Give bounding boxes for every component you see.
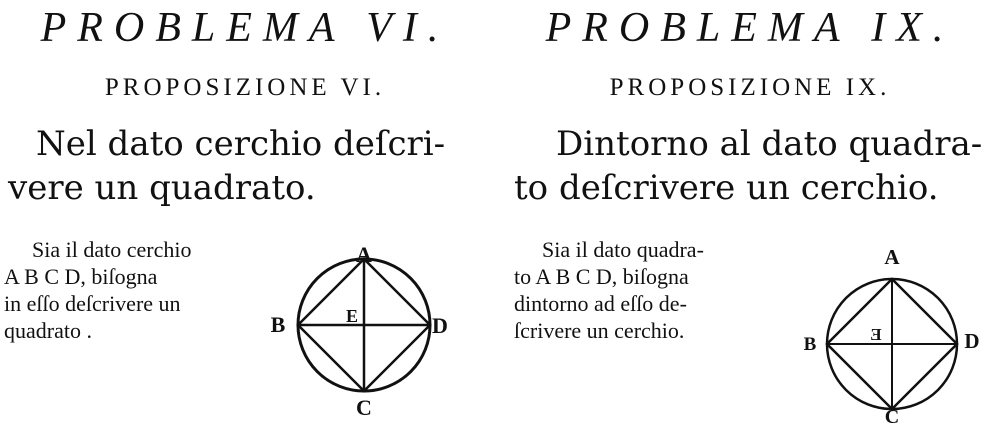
body-paragraph: Sia il dato quadra- to A B C D, biſogna …	[514, 236, 704, 344]
body-line: Sia il dato quadra-	[542, 237, 704, 262]
label-d: D	[432, 313, 448, 338]
body-line: ſcrivere un cerchio.	[514, 318, 685, 343]
label-a: A	[356, 242, 372, 267]
label-b: B	[271, 312, 286, 337]
proposition-statement: Dintorno al dato quadra- to deſcrivere u…	[514, 122, 982, 210]
proposition-title: PROPOSIZIONE VI.	[104, 74, 386, 101]
statement-line: Dintorno al dato quadra-	[556, 124, 983, 164]
body-paragraph: Sia il dato cerchio A B C D, biſogna in …	[4, 236, 191, 344]
proposition-statement: Nel dato cerchio deſcri- vere un quadrat…	[8, 122, 445, 210]
problem-title: PROBLEMA VI.	[40, 5, 450, 51]
label-e: E	[870, 325, 881, 344]
label-e: E	[346, 306, 358, 326]
body-line: Sia il dato cerchio	[32, 237, 192, 262]
body-line: to A B C D, biſogna	[514, 264, 689, 289]
label-d: D	[964, 329, 979, 353]
label-a: A	[884, 245, 900, 269]
label-b: B	[804, 334, 817, 355]
body-line: in eſſo deſcrivere un	[4, 291, 181, 316]
body-line: dintorno ad eſſo de-	[514, 291, 687, 316]
proposition-title: PROPOSIZIONE IX.	[609, 74, 891, 101]
statement-line: to deſcrivere un cerchio.	[514, 168, 939, 208]
label-c: C	[356, 395, 372, 420]
geometric-figure: A B E D C	[271, 242, 448, 420]
left-column: PROBLEMA VI. PROPOSIZIONE VI. Nel dato c…	[0, 0, 490, 425]
body-line: quadrato .	[4, 318, 92, 343]
statement-line: Nel dato cerchio deſcri-	[36, 124, 446, 164]
body-line: A B C D, biſogna	[4, 264, 158, 289]
right-column: PROBLEMA IX. PROPOSIZIONE IX. Dintorno a…	[500, 0, 1000, 425]
problem-title: PROBLEMA IX.	[545, 5, 955, 51]
geometric-figure: A B E D C	[804, 245, 980, 425]
statement-line: vere un quadrato.	[8, 168, 316, 208]
label-c: C	[885, 406, 899, 425]
